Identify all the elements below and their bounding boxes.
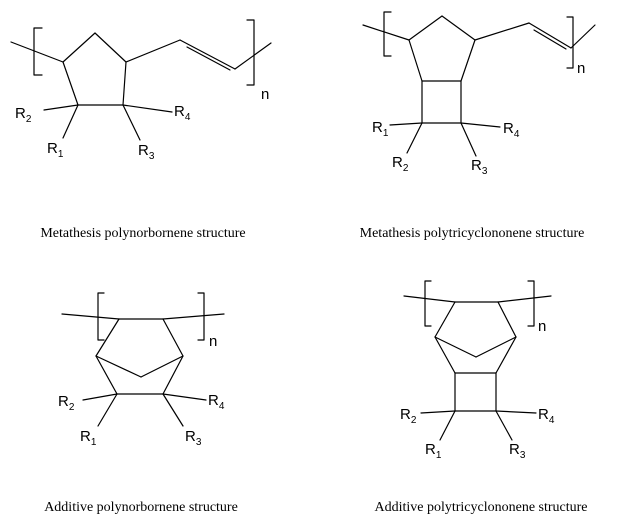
substituent-bonds (420, 410, 537, 441)
metathesis-polytricyclononene-structure: n R1 R2 R4 R3 Metathesis polytricyclonon… (360, 11, 596, 241)
substituent-r3: R3 (185, 428, 202, 448)
substituent-r1: R1 (80, 428, 97, 448)
ring-bonds (61, 313, 225, 395)
additive-polytricyclononene-structure: n R2 R1 R4 R3 Additive polytricyclononen… (374, 280, 588, 515)
substituent-r1: R1 (47, 140, 64, 160)
substituent-r2: R2 (400, 406, 417, 426)
substituent-r4: R4 (503, 120, 520, 140)
repeat-bracket-left (383, 11, 392, 57)
repeat-bracket-right (566, 16, 574, 69)
substituent-r3: R3 (509, 441, 526, 461)
ring-and-chain-bonds (362, 15, 596, 124)
substituent-r4: R4 (538, 406, 555, 426)
repeat-bracket-left (424, 280, 432, 327)
caption-additive-polytricyclononene: Additive polytricyclononene structure (374, 500, 587, 515)
substituent-r2: R2 (58, 393, 75, 413)
ring-and-chain-bonds (10, 32, 272, 106)
substituent-bonds (82, 393, 207, 427)
repeat-bracket-left (33, 27, 43, 76)
repeat-bracket-right (527, 280, 535, 327)
substituent-bonds (389, 122, 501, 157)
caption-metathesis-polynorbornene: Metathesis polynorbornene structure (40, 226, 245, 241)
substituent-bonds (43, 104, 173, 141)
repeat-bracket-left (97, 292, 105, 341)
substituent-r3: R3 (471, 157, 488, 177)
substituent-r3: R3 (138, 142, 155, 162)
ring-bonds (403, 295, 552, 412)
substituent-r1: R1 (425, 441, 442, 461)
additive-polynorbornene-structure: n R2 R1 R4 R3 Additive polynorbornene st… (44, 292, 238, 515)
repeat-count-n: n (261, 86, 269, 103)
substituent-r2: R2 (15, 105, 32, 125)
repeat-count-n: n (209, 333, 217, 350)
caption-metathesis-polytricyclononene: Metathesis polytricyclononene structure (360, 226, 585, 241)
repeat-bracket-right (246, 19, 255, 86)
repeat-count-n: n (577, 60, 585, 77)
caption-additive-polynorbornene: Additive polynorbornene structure (44, 500, 238, 515)
substituent-r1: R1 (372, 119, 389, 139)
substituent-r4: R4 (174, 103, 191, 123)
substituent-r4: R4 (208, 392, 225, 412)
metathesis-polynorbornene-structure: n R2 R1 R4 R3 Metathesis polynorbornene … (10, 19, 272, 241)
repeat-bracket-right (197, 292, 205, 341)
repeat-count-n: n (538, 318, 546, 335)
substituent-r2: R2 (392, 154, 409, 174)
